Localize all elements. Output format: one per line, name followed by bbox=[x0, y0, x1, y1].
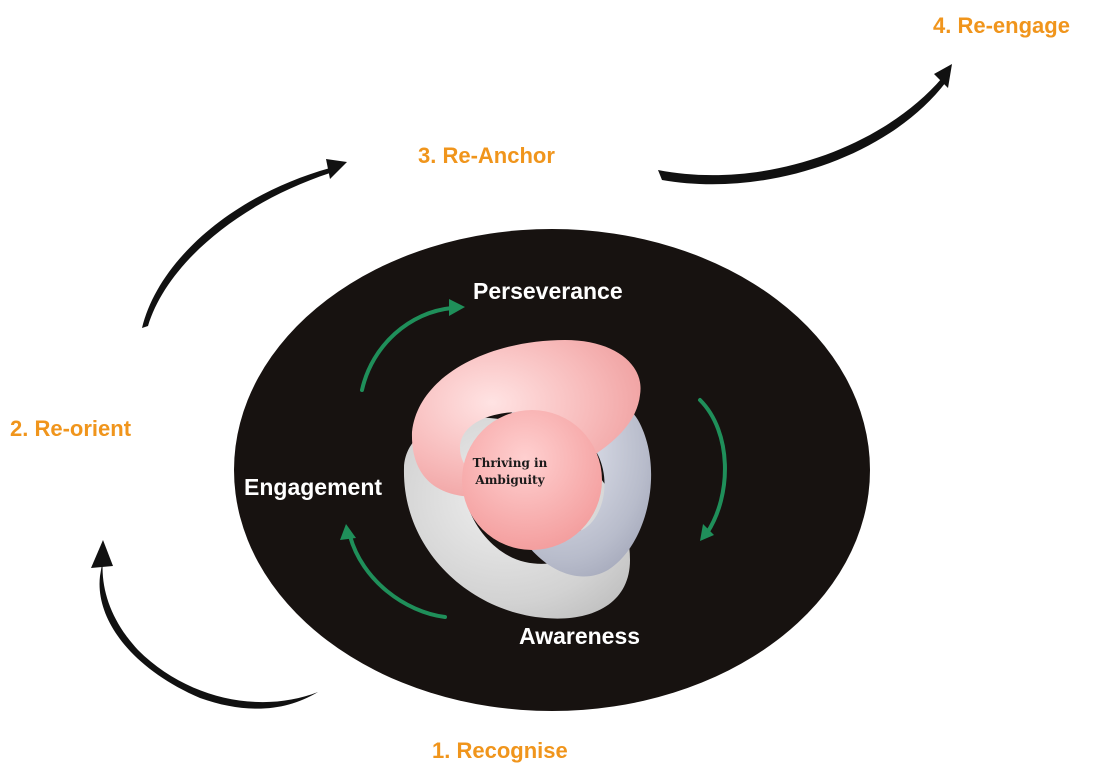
interlocking-rings bbox=[403, 340, 652, 619]
arrow-recognise-to-reorient bbox=[99, 558, 318, 709]
arrow-reanchor-to-reengage bbox=[658, 78, 946, 185]
center-label: Thriving in Ambiguity bbox=[452, 455, 568, 489]
stage-label-reanchor: 3. Re-Anchor bbox=[418, 143, 555, 168]
center-label-line1: Thriving in bbox=[472, 456, 548, 470]
stage-label-reorient: 2. Re-orient bbox=[10, 416, 132, 441]
green-arrow-top bbox=[360, 306, 454, 392]
arrowhead-reorient bbox=[91, 540, 113, 568]
pillar-label-awareness: Awareness bbox=[519, 623, 641, 649]
arrowhead-reengage bbox=[934, 64, 952, 88]
stage-label-recognise: 1. Recognise bbox=[432, 738, 568, 763]
outer-cycle-arrows bbox=[91, 64, 952, 709]
arrow-reorient-to-reanchor bbox=[142, 168, 330, 328]
inner-cycle-arrowheads bbox=[340, 299, 714, 541]
green-arrow-bottom bbox=[348, 534, 447, 619]
inner-cycle-arrows bbox=[348, 306, 727, 619]
stage-label-reengage: 4. Re-engage bbox=[933, 13, 1070, 38]
green-arrowhead-right bbox=[700, 524, 714, 541]
green-arrow-right bbox=[698, 398, 727, 535]
green-arrowhead-top bbox=[449, 299, 465, 316]
arrowhead-reanchor bbox=[326, 159, 347, 179]
pillar-label-engagement: Engagement bbox=[244, 474, 383, 500]
green-arrowhead-bottom bbox=[340, 524, 356, 540]
center-circle bbox=[462, 410, 602, 550]
pillar-label-perseverance: Perseverance bbox=[473, 278, 623, 304]
center-label-line2: Ambiguity bbox=[475, 473, 545, 487]
